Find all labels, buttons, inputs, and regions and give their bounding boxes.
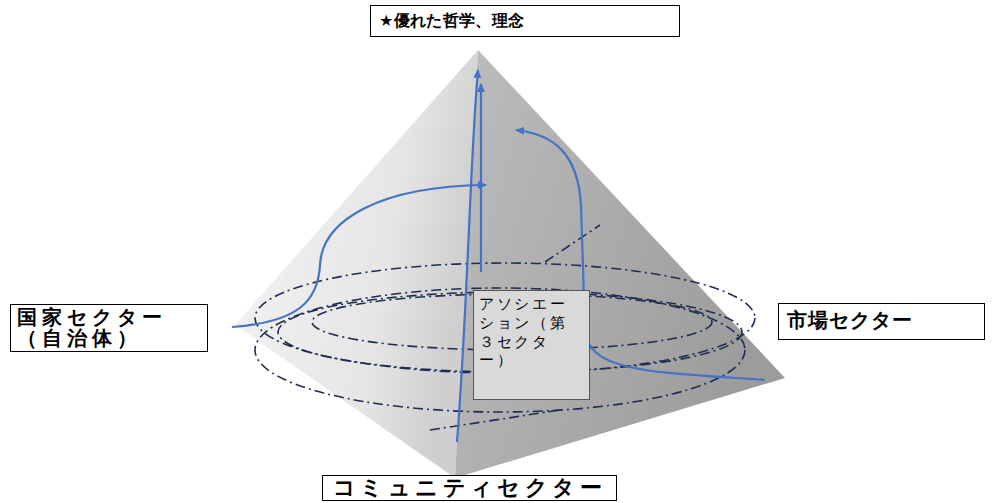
sector-box: コミュニティセクター — [322, 475, 617, 501]
dashed-rings — [255, 225, 755, 430]
sector-box: 市場セクター — [778, 303, 985, 340]
pyramid-right-face — [455, 50, 785, 478]
association-box: アソシエーション（第３セクター） — [473, 290, 590, 400]
node-label: コミュニティセクター — [329, 477, 610, 499]
node-label: 国家セクター （自治体） — [17, 307, 201, 349]
node-label: ★優れた哲学、理念 — [379, 11, 671, 30]
node-label: アソシエーション（第３セクター） — [479, 295, 584, 370]
pyramid-left-face — [235, 50, 478, 478]
philosophy-box: ★優れた哲学、理念 — [370, 5, 680, 37]
sector-box: 国家セクター （自治体） — [10, 304, 208, 352]
node-label: 市場セクター — [787, 308, 976, 332]
rising-arrows — [232, 70, 765, 442]
